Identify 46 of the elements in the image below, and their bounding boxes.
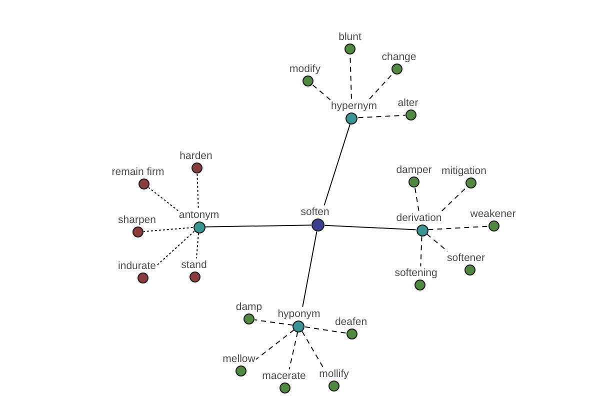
connector-line [302,231,318,308]
node-label: modify [290,63,320,75]
node-label: stand [181,259,207,271]
node-label: mellow [222,353,256,365]
connector-line [420,236,422,267]
connector-line [324,123,351,206]
node-label: mitigation [442,165,486,177]
node-label: damp [236,301,262,313]
node-label: damper [396,164,432,176]
connector-line [324,224,416,230]
node-label: deafen [334,316,368,328]
connector-line [288,332,298,370]
connector-line [196,173,199,208]
node-label: change [382,51,416,63]
node-label: weakener [470,208,516,220]
node-label: softener [447,252,485,264]
node-label: indurate [118,260,156,272]
connector-line [428,226,489,230]
connector-line [254,319,294,326]
node-label: hypernym [330,100,378,112]
node-label: blunt [338,31,362,43]
connector-line [414,187,420,212]
node-label: derivation [396,212,442,224]
node-label: mollify [319,368,349,380]
node-label: harden [180,150,212,162]
connector-line [358,114,406,118]
connector-line [256,329,295,360]
connector-line [156,230,195,266]
connector-line [143,227,194,232]
node-label: soften [300,206,330,218]
connector-line [302,330,324,368]
node-label: antonym [178,208,220,220]
node-label: macerate [262,370,306,382]
node-label: remain firm [112,166,164,178]
connector-line [204,224,312,228]
connector-line [369,72,394,100]
connector-line [441,186,468,212]
node-label: sharpen [118,214,156,226]
connector-line [304,326,347,334]
node-label: alter [398,97,418,109]
connector-line [312,84,331,100]
connector-line [148,187,179,212]
connector-line [196,232,199,259]
node-label: hyponym [278,308,320,320]
node-label: softening [394,267,438,279]
connector-line [426,234,448,252]
